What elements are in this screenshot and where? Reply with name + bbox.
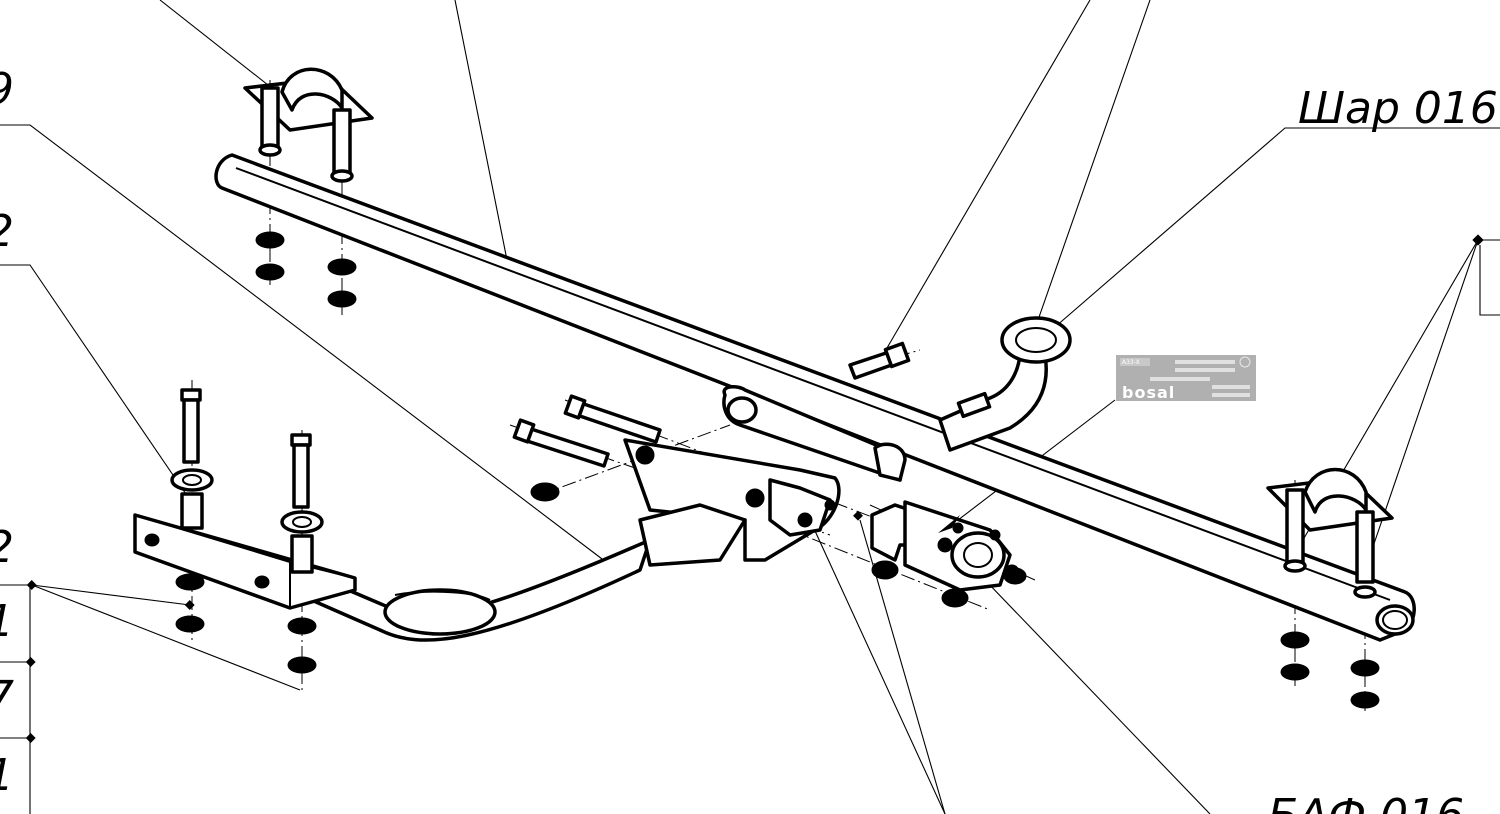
long-bolts xyxy=(512,394,662,502)
socket-bracket xyxy=(870,500,1027,608)
short-bolt xyxy=(848,341,911,380)
svg-text:1: 1 xyxy=(0,596,14,647)
left-bracket-nuts xyxy=(175,573,317,674)
nameplate-code: A33-X xyxy=(1122,359,1140,366)
label-ball: Шар 016 xyxy=(1298,83,1498,134)
left-clamp-nuts xyxy=(255,231,357,308)
left-bracket-bolts xyxy=(170,388,324,574)
svg-text:2: 2 xyxy=(0,206,14,257)
edge-numerals: 9 2 2 1 7 1 xyxy=(0,64,14,801)
centre-receiver xyxy=(623,384,907,567)
left-bracket xyxy=(133,513,357,610)
svg-text:1: 1 xyxy=(0,750,14,801)
nameplate-arrow xyxy=(938,515,960,533)
cross-beam xyxy=(214,153,1416,642)
left-u-clamp xyxy=(243,67,374,183)
right-clamp-nuts xyxy=(1280,631,1380,709)
nameplate-brand: bosal xyxy=(1122,383,1175,402)
svg-text:2: 2 xyxy=(0,522,14,573)
label-baf: БАФ 016 xyxy=(1268,790,1464,814)
bosal-nameplate: A33-X bosal xyxy=(1116,355,1256,402)
svg-text:9: 9 xyxy=(0,64,14,115)
right-u-clamp xyxy=(1266,467,1394,599)
svg-text:7: 7 xyxy=(0,672,14,723)
tow-ball xyxy=(938,316,1072,452)
part-labels: Шар 016 БАФ 016 xyxy=(1268,83,1498,814)
